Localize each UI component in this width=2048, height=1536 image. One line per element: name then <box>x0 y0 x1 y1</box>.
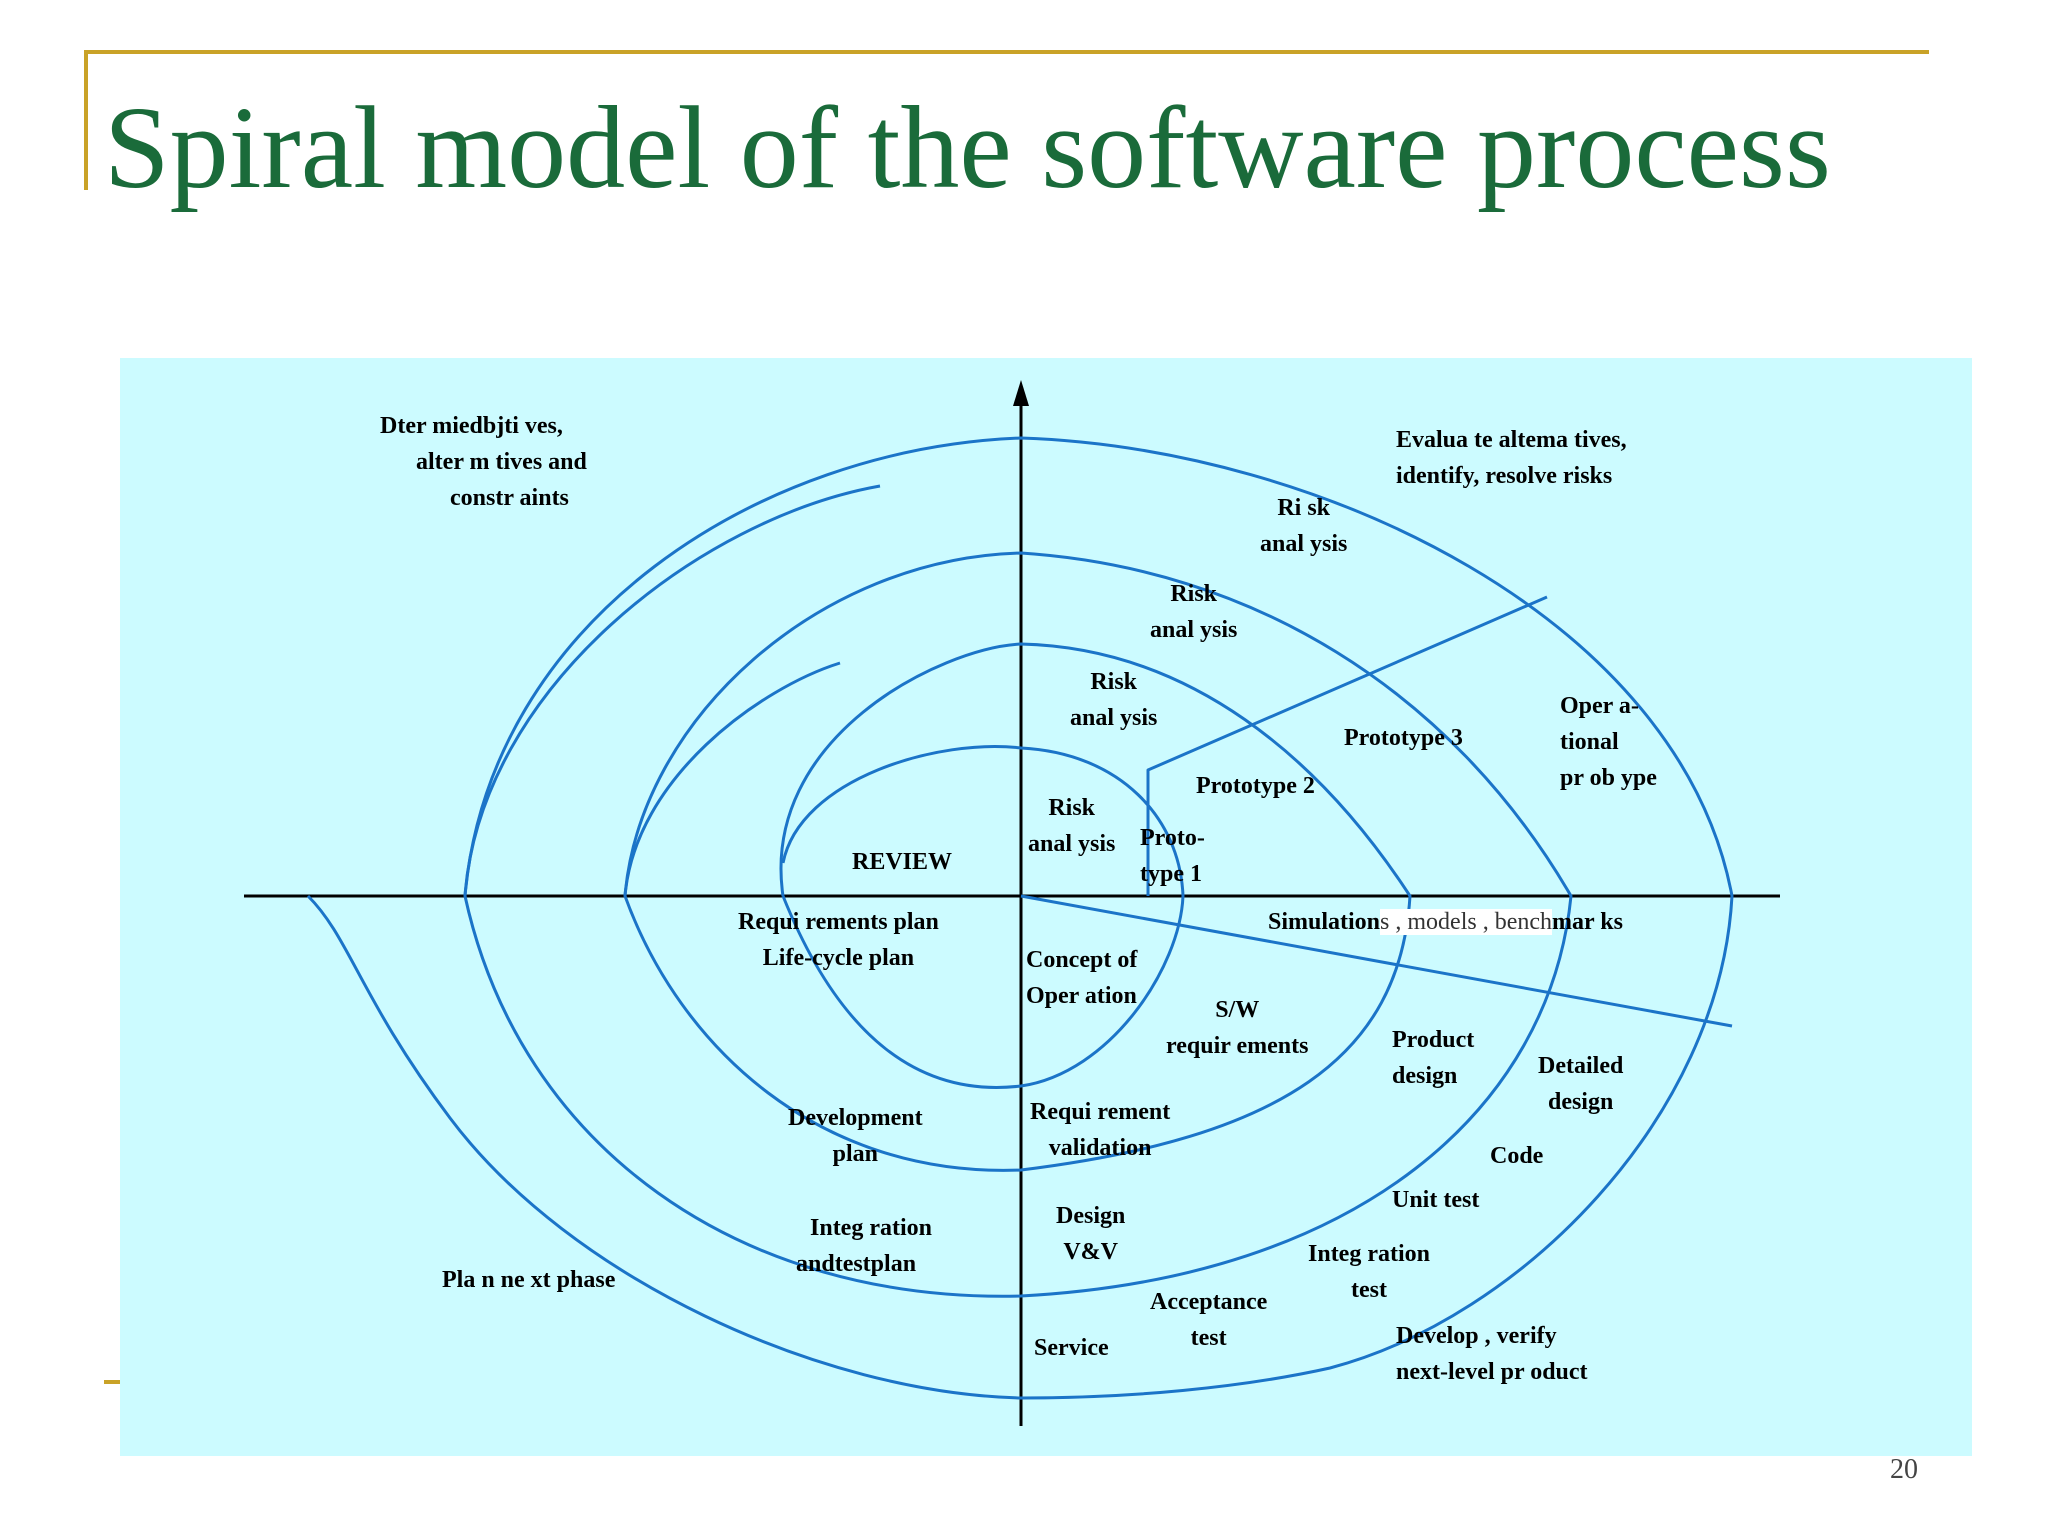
service-label: Service <box>1034 1335 1109 1361</box>
unit-test-label: Unit test <box>1392 1187 1480 1213</box>
product-design-label: Product design <box>1392 1027 1475 1089</box>
page-number: 20 <box>1890 1454 1918 1485</box>
title-rule-top <box>84 50 1929 54</box>
label-evaluate-alternatives: Evalua te altema tives, identify, resolv… <box>1396 427 1627 489</box>
concept-of-operation-label: Concept of Oper ation <box>1026 947 1138 1009</box>
simulations-models-label: Simulations , models , benchmar ks <box>1268 909 1623 935</box>
operational-prototype-label: Oper a- tional pr ob ype <box>1560 693 1657 791</box>
integration-test-plan-label: Integ ration andtestplan <box>796 1215 932 1277</box>
code-label: Code <box>1490 1143 1544 1169</box>
risk-analysis-label: Ri sk anal ysis <box>1260 495 1348 557</box>
integration-test-label: Integ ration test <box>1308 1241 1430 1303</box>
prototype-divider-top <box>1146 595 1548 896</box>
sw-requirements-label: S/W requir ements <box>1166 997 1309 1059</box>
label-determine-objectives: Dter miedbjti ves, alter m tives and con… <box>380 413 587 511</box>
acceptance-test-label: Acceptance test <box>1150 1289 1268 1351</box>
prototype-3-label: Prototype 3 <box>1344 725 1463 751</box>
risk-analysis-label: Risk anal ysis <box>1070 669 1158 731</box>
development-plan-label: Development plan <box>788 1105 923 1167</box>
review-label: REVIEW <box>852 849 953 875</box>
spiral-loop-1 <box>781 745 1185 1089</box>
slide-title: Spiral model of the software process <box>104 82 1831 213</box>
design-vv-label: Design V&V <box>1056 1203 1126 1265</box>
requirement-validation-label: Requi rement validation <box>1030 1099 1171 1161</box>
prototype-2-label: Prototype 2 <box>1196 773 1315 799</box>
label-develop-verify: Develop , verify next-level pr oduct <box>1396 1323 1588 1385</box>
spiral-diagram: Dter miedbjti ves, alter m tives and con… <box>120 358 1972 1456</box>
spiral-loop-4 <box>306 436 1734 1400</box>
spiral-diagram-svg <box>244 380 1780 1426</box>
requirements-plan-label: Requi rements plan Life-cycle plan <box>738 909 939 971</box>
axis-arrow-icon <box>1013 380 1029 406</box>
prototype-1-label: Proto- type 1 <box>1140 825 1205 887</box>
risk-analysis-label: Risk anal ysis <box>1150 581 1238 643</box>
simulations-highlight: s , models , bench <box>1380 909 1553 935</box>
prototype-divider-bottom <box>1020 894 1733 1028</box>
title-rule-left <box>84 50 88 190</box>
detailed-design-label: Detailed design <box>1538 1053 1624 1115</box>
risk-analysis-label: Risk anal ysis <box>1028 795 1116 857</box>
label-plan-next-phase: Pla n ne xt phase <box>442 1267 616 1293</box>
